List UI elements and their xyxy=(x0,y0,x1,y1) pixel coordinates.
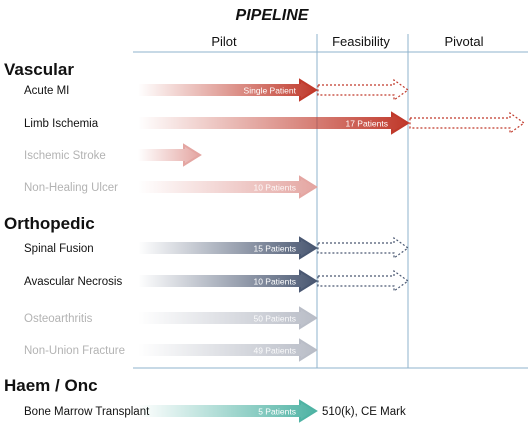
patient-count-acute-mi: Single Patient xyxy=(244,86,297,96)
planned-arrow-limb-ischemia xyxy=(409,111,526,135)
row-label-acute-mi: Acute MI xyxy=(24,85,69,97)
arrowhead-non-union-fracture xyxy=(299,338,318,362)
phase-header-feasibility: Feasibility xyxy=(332,34,390,49)
progress-arrow-avascular-necrosis xyxy=(138,271,316,291)
row-label-bone-marrow-transplant: Bone Marrow Transplant xyxy=(24,406,150,418)
row-label-limb-ischemia: Limb Ischemia xyxy=(24,118,99,130)
row-label-ischemic-stroke: Ischemic Stroke xyxy=(24,150,106,162)
arrowhead-osteoarthritis xyxy=(299,306,318,330)
progress-arrow-osteoarthritis xyxy=(138,308,316,328)
arrowhead-bone-marrow-transplant xyxy=(299,399,318,423)
arrowhead-avascular-necrosis xyxy=(299,269,318,293)
row-label-avascular-necrosis: Avascular Necrosis xyxy=(24,276,122,288)
patient-count-spinal-fusion: 15 Patients xyxy=(253,244,296,254)
progress-arrow-spinal-fusion xyxy=(138,238,316,258)
progress-arrow-ischemic-stroke xyxy=(138,145,200,165)
row-label-non-union-fracture: Non-Union Fracture xyxy=(24,345,125,357)
row-label-spinal-fusion: Spinal Fusion xyxy=(24,243,94,255)
phase-header-pivotal: Pivotal xyxy=(444,34,483,49)
group-title-orthopedic: Orthopedic xyxy=(4,214,95,233)
planned-arrow-acute-mi xyxy=(317,78,410,102)
progress-arrow-bone-marrow-transplant xyxy=(138,401,316,421)
planned-arrow-avascular-necrosis xyxy=(317,269,410,293)
patient-count-avascular-necrosis: 10 Patients xyxy=(253,277,296,287)
patient-count-non-union-fracture: 49 Patients xyxy=(253,346,296,356)
phase-header-pilot: Pilot xyxy=(211,34,237,49)
progress-arrow-non-union-fracture xyxy=(138,340,316,360)
group-title-haem-onc: Haem / Onc xyxy=(4,376,98,395)
patient-count-limb-ischemia: 17 Patients xyxy=(345,119,388,129)
pipeline-title: PIPELINE xyxy=(236,7,310,24)
regulatory-note-bone-marrow-transplant: 510(k), CE Mark xyxy=(322,406,406,418)
group-title-vascular: Vascular xyxy=(4,60,74,79)
progress-arrow-non-healing-ulcer xyxy=(138,177,316,197)
arrowhead-acute-mi xyxy=(299,78,318,102)
row-label-osteoarthritis: Osteoarthritis xyxy=(24,313,93,325)
progress-arrow-limb-ischemia xyxy=(138,113,408,133)
progress-arrow-acute-mi xyxy=(138,80,316,100)
arrowhead-ischemic-stroke xyxy=(183,143,202,167)
patient-count-bone-marrow-transplant: 5 Patients xyxy=(258,407,296,417)
patient-count-osteoarthritis: 50 Patients xyxy=(253,314,296,324)
arrowhead-non-healing-ulcer xyxy=(299,175,318,199)
patient-count-non-healing-ulcer: 10 Patients xyxy=(253,183,296,193)
planned-arrow-spinal-fusion xyxy=(317,236,410,260)
arrowhead-spinal-fusion xyxy=(299,236,318,260)
row-label-non-healing-ulcer: Non-Healing Ulcer xyxy=(24,182,118,194)
arrowhead-limb-ischemia xyxy=(391,111,410,135)
